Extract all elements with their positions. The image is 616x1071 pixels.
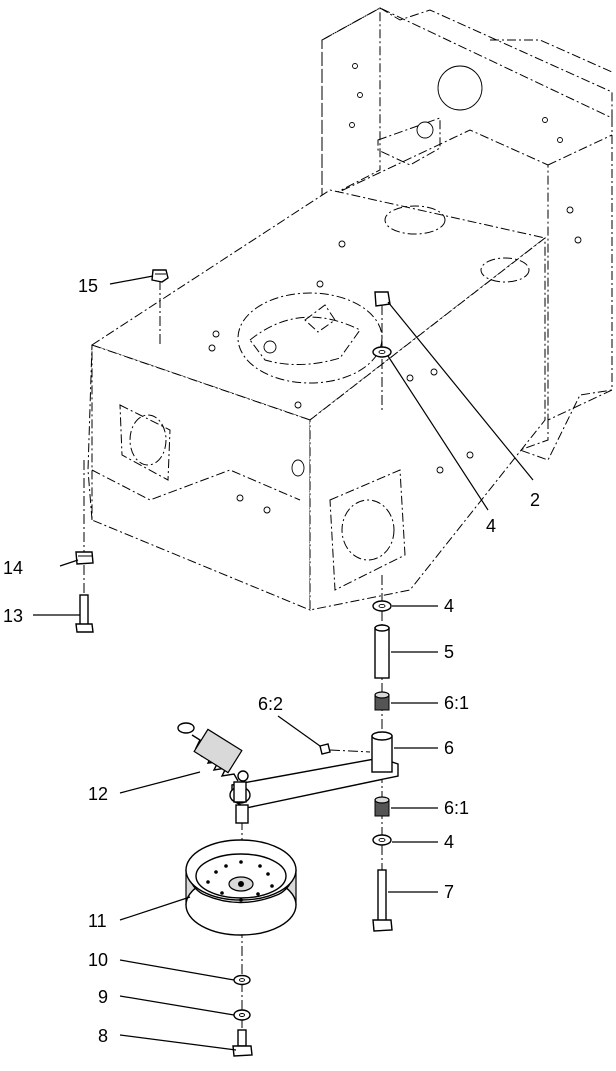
frame-box-top (90, 189, 547, 421)
callout-4-upper: 4 (486, 516, 496, 536)
callout-8: 8 (98, 1026, 108, 1046)
callout-11: 11 (88, 911, 107, 931)
frame-tower-bracket (377, 117, 441, 166)
part-12-spring (177, 722, 249, 782)
frame-motor-opening (341, 499, 395, 561)
callout-6-1-lower: 6:1 (444, 798, 469, 818)
part-14-nut (75, 551, 94, 565)
frame-motor-plate (329, 469, 406, 591)
part-6-2-grease-fitting (319, 743, 331, 755)
frame-holes (208, 63, 582, 514)
callout-4-middle: 4 (444, 596, 454, 616)
callout-6-1-upper: 6:1 (444, 693, 469, 713)
part-7-bolt (372, 869, 393, 932)
frame-tower-front (321, 7, 381, 201)
part-13-bolt (75, 594, 94, 633)
part-8-bolt (232, 1029, 253, 1057)
callout-6-2: 6:2 (258, 694, 283, 714)
callout-7: 7 (444, 882, 454, 902)
part-5-spacer (374, 624, 390, 679)
part-15-flange-nut (151, 269, 169, 283)
part-6-1-bushing-upper (374, 691, 390, 711)
callout-9: 9 (98, 987, 108, 1007)
part-6-1-bushing-lower (374, 796, 390, 817)
callout-12: 12 (88, 784, 108, 804)
part-11-idler-pulley (185, 839, 297, 936)
arm-pivot-stud (235, 804, 249, 824)
frame-phantom (87, 7, 613, 611)
callout-6: 6 (444, 738, 454, 758)
callout-4-lower: 4 (444, 832, 454, 852)
part-2-nut (374, 291, 391, 307)
callout-2: 2 (530, 490, 540, 510)
callout-10: 10 (88, 950, 108, 970)
leader-lines (33, 275, 534, 1051)
callout-14: 14 (3, 558, 23, 578)
callout-5: 5 (444, 642, 454, 662)
callout-13: 13 (3, 606, 23, 626)
callout-labels: 15 2 4 14 13 4 5 6:1 6:2 6 12 6:1 4 7 11… (3, 276, 540, 1046)
part-6-idler-arm (229, 731, 399, 809)
callout-15: 15 (78, 276, 98, 296)
